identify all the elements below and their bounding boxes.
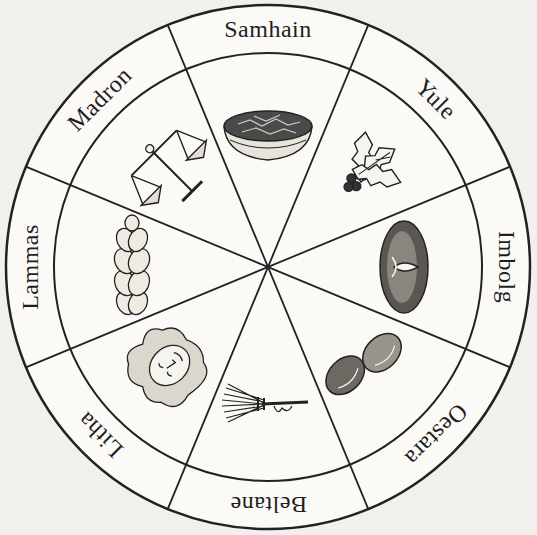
ring-segment: Samhain	[218, 13, 318, 45]
holly-berry	[342, 180, 355, 193]
cauldron-shade	[230, 140, 306, 148]
braided-loaf-icon	[110, 215, 153, 318]
scale-knob	[144, 143, 155, 154]
green-man-icon	[115, 314, 219, 418]
divider-line	[168, 25, 369, 509]
divider-line	[168, 25, 369, 509]
festival-name: Lammas	[18, 224, 42, 310]
festival-name: Samhain	[224, 17, 312, 41]
ring-segment: Imbolg	[490, 225, 522, 310]
broom-tie	[258, 397, 264, 411]
egg	[318, 348, 372, 402]
face-features	[158, 349, 186, 377]
festival-name: Imbolg	[494, 231, 518, 303]
broom-flowers	[274, 406, 292, 412]
ring-segment: Lammas	[14, 218, 46, 316]
cauldron-icon	[224, 111, 312, 160]
scale-base	[182, 181, 202, 201]
braid-end	[125, 215, 139, 231]
outer-circle	[6, 5, 530, 529]
festival-name: Beltane	[230, 493, 307, 517]
candle-base	[392, 257, 396, 277]
cauldron-rim	[224, 111, 312, 141]
wheel-frame	[6, 5, 530, 529]
egg-pattern	[338, 339, 397, 398]
leaf-vein	[358, 151, 393, 178]
candle-flame	[394, 263, 418, 271]
loaf-shape	[380, 221, 428, 313]
loaf-shade	[387, 231, 417, 303]
broom-icon	[222, 384, 308, 422]
holly-icon	[321, 119, 420, 218]
broom-handle	[262, 402, 308, 404]
face-outline	[141, 337, 198, 394]
eggs-icon	[318, 319, 409, 410]
ring-segment: Beltane	[224, 489, 313, 521]
candle-loaf-icon	[380, 221, 428, 313]
broom-bristles	[222, 384, 264, 422]
scale-pans	[141, 140, 213, 212]
scale-chains	[123, 122, 205, 204]
leaf-crown	[115, 314, 219, 418]
scales-icon	[114, 113, 224, 223]
cauldron-brew	[238, 115, 300, 134]
holly-leaf	[349, 159, 403, 193]
